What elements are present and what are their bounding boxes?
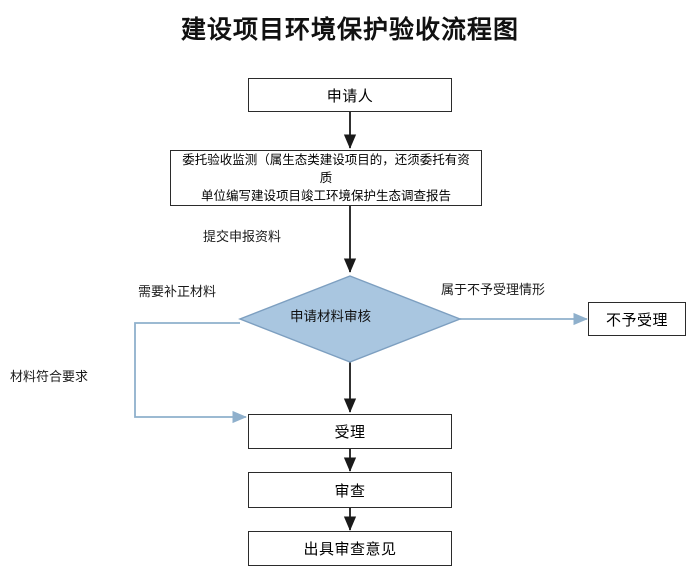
node-accept-label: 受理 (334, 423, 366, 441)
node-issue-opinion-label: 出具审查意见 (303, 540, 397, 558)
node-issue-opinion[interactable]: 出具审查意见 (248, 531, 452, 566)
node-commission-monitoring[interactable]: 委托验收监测（属生态类建设项目的，还须委托有资质 单位编写建设项目竣工环境保护生… (170, 150, 482, 206)
node-applicant[interactable]: 申请人 (248, 78, 452, 112)
node-not-accepted-label: 不予受理 (605, 310, 668, 329)
edge-label-need-supplement: 需要补正材料 (138, 285, 217, 300)
connector-supplement-loop (134, 322, 247, 424)
edge-label-materials-conform: 材料符合要求 (10, 370, 89, 385)
node-accept[interactable]: 受理 (248, 414, 452, 449)
node-not-accepted[interactable]: 不予受理 (588, 302, 686, 336)
edge-label-submit-materials: 提交申报资料 (203, 230, 282, 245)
node-applicant-label: 申请人 (326, 86, 374, 105)
edge-label-non-acceptance-case: 属于不予受理情形 (441, 283, 546, 298)
decision-shape-review (238, 275, 462, 363)
node-examine-label: 审查 (334, 481, 366, 500)
node-commission-line2: 单位编写建设项目竣工环境保护生态调查报告 (200, 188, 451, 204)
node-commission-line1: 委托验收监测（属生态类建设项目的，还须委托有资质 (182, 151, 470, 185)
node-review-decision-label[interactable]: 申请材料审核 (290, 309, 371, 325)
node-examine[interactable]: 审查 (248, 472, 452, 508)
page-title: 建设项目环境保护验收流程图 (180, 15, 519, 44)
